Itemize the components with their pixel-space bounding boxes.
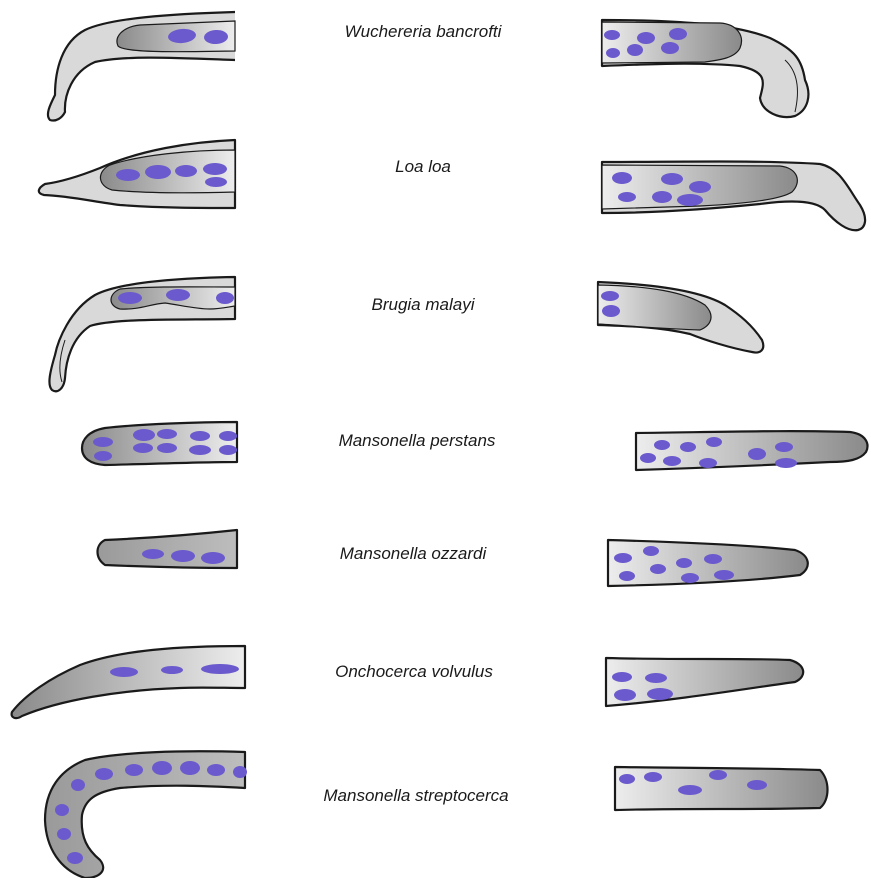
wuchereria-bancrofti-anterior bbox=[48, 12, 235, 121]
species-label: Brugia malayi bbox=[372, 295, 475, 315]
species-label: Mansonella streptocerca bbox=[323, 786, 508, 806]
mansonella-streptocerca-anterior bbox=[45, 751, 247, 878]
mansonella-perstans-posterior bbox=[636, 431, 867, 470]
loa-loa-posterior bbox=[602, 162, 865, 231]
species-label: Onchocerca volvulus bbox=[335, 662, 493, 682]
species-label: Mansonella perstans bbox=[339, 431, 496, 451]
species-label: Wuchereria bancrofti bbox=[345, 22, 502, 42]
wuchereria-bancrofti-posterior bbox=[602, 20, 808, 117]
species-label: Loa loa bbox=[395, 157, 451, 177]
mansonella-ozzardi-posterior bbox=[608, 540, 808, 586]
loa-loa-anterior bbox=[39, 140, 235, 208]
onchocerca-volvulus-posterior bbox=[606, 658, 803, 706]
brugia-malayi-anterior bbox=[49, 277, 235, 391]
mansonella-ozzardi-anterior bbox=[98, 530, 238, 568]
mansonella-streptocerca-posterior bbox=[615, 767, 828, 810]
onchocerca-volvulus-anterior bbox=[12, 646, 245, 718]
brugia-malayi-posterior bbox=[598, 282, 763, 353]
species-label: Mansonella ozzardi bbox=[340, 544, 486, 564]
mansonella-perstans-anterior bbox=[82, 422, 237, 465]
